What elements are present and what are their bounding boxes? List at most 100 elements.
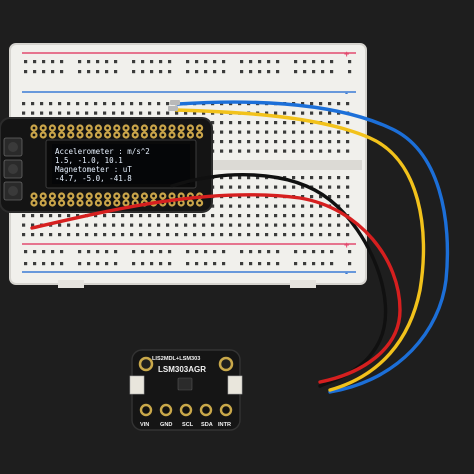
breadboard-hole — [330, 60, 334, 64]
breadboard-hole — [328, 176, 332, 180]
breadboard-hole — [105, 262, 109, 266]
pin-label-scl: SCL — [182, 422, 194, 428]
breadboard-hole — [204, 250, 208, 254]
breadboard-hole — [22, 214, 26, 218]
header-pin-hole — [179, 201, 183, 205]
breadboard-hole — [240, 70, 244, 74]
breadboard-hole — [274, 185, 278, 189]
breadboard-hole — [22, 111, 26, 115]
breadboard-hole — [31, 111, 35, 115]
breadboard-hole — [58, 102, 62, 106]
breadboard-hole — [150, 262, 154, 266]
breadboard-hole — [130, 111, 134, 115]
breadboard-hole — [283, 111, 287, 115]
breadboard-hole — [283, 140, 287, 144]
header-pin-hole — [97, 133, 100, 137]
breadboard-hole — [274, 111, 278, 115]
breadboard-hole — [211, 214, 215, 218]
breadboard-hole — [229, 214, 233, 218]
breadboard-hole — [292, 149, 296, 153]
header-pin-hole — [78, 126, 82, 130]
breadboard-hole — [265, 185, 269, 189]
breadboard-hole — [301, 214, 305, 218]
header-pin-hole — [51, 201, 54, 205]
breadboard-hole — [175, 223, 179, 227]
breadboard-hole — [211, 233, 215, 237]
wire-yellow — [174, 108, 426, 392]
header-pin-hole — [97, 201, 100, 205]
breadboard-hole — [294, 70, 298, 74]
breadboard-hole — [247, 130, 251, 134]
header-pin-hole — [60, 194, 63, 198]
header-pin-hole — [189, 133, 192, 137]
breadboard-hole — [76, 102, 80, 106]
breadboard-hole — [58, 223, 62, 227]
header-pin-hole — [32, 194, 36, 198]
header-pin-hole — [143, 126, 146, 130]
header-pin-hole — [41, 201, 45, 205]
breadboard-hole — [292, 185, 296, 189]
breadboard-hole — [238, 214, 242, 218]
breadboard-hole — [274, 223, 278, 227]
pin-label-intr: INTR — [218, 422, 231, 428]
breadboard-hole — [337, 121, 341, 125]
breadboard-hole — [94, 223, 98, 227]
breadboard-hole — [141, 250, 145, 254]
breadboard-hole — [267, 262, 271, 266]
breadboard-hole — [220, 121, 224, 125]
header-pin-hole — [87, 126, 91, 130]
breadboard-hole — [258, 60, 262, 64]
breadboard-hole — [303, 60, 307, 64]
wire-blue — [176, 100, 450, 394]
breadboard-hole — [60, 250, 64, 254]
header-pin-hole — [161, 126, 165, 130]
breadboard-hole — [319, 130, 323, 134]
breadboard-hole — [348, 262, 352, 266]
breadboard-hole — [114, 60, 118, 64]
breadboard-hole — [51, 250, 55, 254]
breadboard-hole — [166, 111, 170, 115]
breadboard-hole — [348, 70, 352, 74]
breadboard-hole — [159, 262, 163, 266]
wire-black — [170, 173, 388, 388]
breadboard-hole — [96, 70, 100, 74]
header-pin-hole — [179, 126, 183, 130]
header-pin-hole — [87, 133, 91, 137]
mount-hole-tl — [138, 356, 154, 372]
breadboard-hole — [42, 60, 46, 64]
breadboard-hole — [238, 130, 242, 134]
breadboard-hole — [346, 233, 350, 237]
breadboard-hole — [249, 250, 253, 254]
breadboard-hole — [40, 214, 44, 218]
mount-hole-tr — [218, 356, 234, 372]
breadboard-hole — [157, 102, 161, 106]
sensor-pin-pad — [139, 403, 153, 417]
breadboard-hole — [247, 185, 251, 189]
breadboard-hole — [159, 250, 163, 254]
breadboard-hole — [60, 262, 64, 266]
breadboard-hole — [328, 223, 332, 227]
breadboard-hole — [213, 70, 217, 74]
breadboard-hole — [276, 70, 280, 74]
breadboard-hole — [229, 204, 233, 208]
breadboard-hole — [274, 130, 278, 134]
header-pin-hole — [124, 194, 128, 198]
breadboard-hole — [139, 214, 143, 218]
breadboard-hole — [294, 250, 298, 254]
breadboard-hole — [222, 262, 226, 266]
breadboard-hole — [283, 214, 287, 218]
breadboard-hole — [211, 223, 215, 227]
breadboard-hole — [132, 250, 136, 254]
header-pin-hole — [78, 133, 82, 137]
header-pin-hole — [124, 133, 128, 137]
breadboard-hole — [139, 223, 143, 227]
breadboard-hole — [330, 70, 334, 74]
breadboard-hole — [229, 233, 233, 237]
breadboard-hole — [319, 185, 323, 189]
breadboard-hole — [346, 121, 350, 125]
breadboard-hole — [229, 149, 233, 153]
breadboard-hole — [141, 70, 145, 74]
sensor-pin-pad — [159, 403, 173, 417]
button-a — [8, 142, 18, 152]
breadboard-hole — [283, 149, 287, 153]
